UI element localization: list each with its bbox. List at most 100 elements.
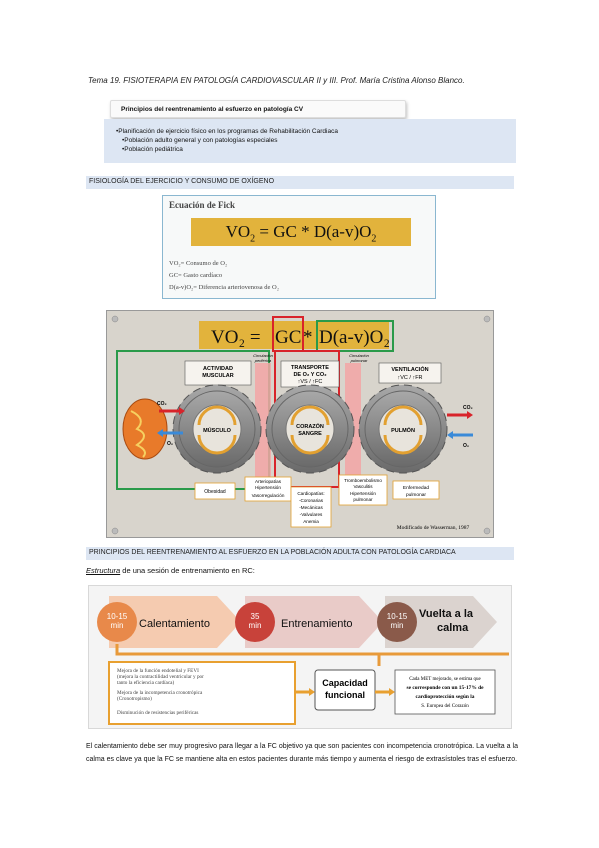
- label-circ-pulm2: pulmonar: [350, 358, 368, 363]
- label-mecanicas: -Mecánicas: [299, 505, 323, 510]
- screw-icon: [111, 527, 119, 535]
- gear-icon: [265, 384, 355, 474]
- label-circ-perif: Circulación: [253, 353, 274, 358]
- fick-equation: VO2 = GC * D(a-v)O2: [191, 218, 411, 246]
- session-svg: 10-15 min Calentamiento 35 min Entrenami…: [97, 596, 509, 725]
- label-valvulares: -Valvulares: [300, 512, 323, 517]
- capacity-label-b: funcional: [325, 690, 365, 700]
- mitochondrion-icon: [122, 398, 168, 460]
- fick-definition: D(a-v)O₂= Diferencia arteriovenosa de O₂: [169, 284, 279, 291]
- met-text: S. Europea del Corazón: [421, 704, 469, 709]
- topic-item: •Población adulto general y con patologí…: [122, 137, 278, 144]
- label-enfermedad: Enfermedad: [403, 485, 429, 491]
- screw-icon: [111, 315, 119, 323]
- phase1-unit: min: [111, 621, 124, 630]
- label-sangre: SANGRE: [298, 431, 322, 437]
- label-vsfc: ↑VS / ↑FC: [298, 379, 323, 385]
- pathology-box: [392, 480, 440, 500]
- met-text: se corresponde con un 15-17% de: [406, 685, 484, 691]
- phase3-label-a: Vuelta a la: [419, 608, 474, 620]
- phase1-label: Calentamiento: [139, 618, 210, 630]
- topic-item: •Planificación de ejercicio físico en lo…: [116, 128, 338, 135]
- label-o2-left: O₂: [167, 441, 173, 447]
- label-ventilacion: VENTILACIÓN: [391, 365, 428, 373]
- met-box: [394, 669, 496, 715]
- davo2-highlight: [316, 320, 394, 352]
- label-corazon: CORAZÓN: [296, 422, 324, 430]
- phase2-unit: min: [249, 621, 262, 630]
- session-structure-figure: 10-15 min Calentamiento 35 min Entrenami…: [88, 585, 512, 729]
- label-pulmon: PULMÓN: [391, 426, 415, 434]
- phase3-label-b: calma: [437, 622, 469, 634]
- label-transporte: TRANSPORTE: [291, 365, 329, 371]
- phase2-label: Entrenamiento: [281, 618, 353, 630]
- phase3-time: 10-15: [387, 612, 408, 621]
- label-o2-right: O₂: [463, 443, 469, 449]
- label-cardiopatias: Cardiopatías:: [297, 491, 324, 496]
- benefit-text: Mejora de la incompetencia cronotrópica: [117, 690, 203, 696]
- figure-credit: Modificado de Wasserman, 1987: [397, 524, 470, 531]
- pathology-box: [244, 476, 292, 502]
- body-paragraph: El calentamiento debe ser muy progresivo…: [86, 743, 518, 763]
- section-heading-principles: PRINCIPIOS DEL REENTRENAMIENTO AL ESFUER…: [86, 547, 514, 560]
- slide-title-tab: Principios del reentrenamiento al esfuer…: [110, 100, 406, 118]
- label-anemia: Anemia: [303, 519, 319, 524]
- gear-icon: [172, 384, 262, 474]
- label-circ-pulm: Circulación: [349, 353, 370, 358]
- phase1-time: 10-15: [107, 612, 128, 621]
- label-muscular: MUSCULAR: [202, 373, 233, 379]
- page-header: Tema 19. FISIOTERAPIA EN PATOLOGÍA CARDI…: [88, 76, 465, 85]
- topic-item: •Población pediátrica: [122, 146, 183, 153]
- label-obesidad: Obesidad: [204, 489, 226, 495]
- capacity-label-a: Capacidad: [322, 678, 368, 688]
- label-arteriopatias: Arteriopatías: [255, 479, 282, 484]
- gears-equation-box: [199, 321, 389, 349]
- phase-time-circle: [97, 602, 137, 642]
- phase-arrow: [109, 596, 241, 648]
- phase-arrow: [245, 596, 383, 648]
- label-musculo: MÚSCULO: [203, 427, 232, 434]
- section-heading-physiology: FISIOLOGÍA DEL EJERCICIO Y CONSUMO DE OX…: [86, 176, 514, 189]
- label-actividad: ACTIVIDAD: [203, 366, 233, 372]
- phase-time-circle: [235, 602, 275, 642]
- label-co2-left: CO₂: [157, 401, 167, 407]
- benefit-text: (mejora la contractilidad ventricular y …: [117, 673, 204, 680]
- met-text: Cada MET mejorado, se estima que: [409, 677, 481, 682]
- peripheral-circulation-band: [255, 363, 271, 489]
- label-vasoreg: Vasorregulación: [252, 493, 285, 498]
- eq-davo2: D(a-v)O₂: [319, 327, 390, 348]
- label-trombo: Tromboembolismo: [344, 478, 382, 483]
- eq-star: *: [303, 327, 313, 348]
- label-hipertpulm: Hipertensión: [350, 491, 376, 496]
- label-box: [378, 362, 442, 384]
- fick-definition: VO₂= Consumo de O₂: [169, 260, 228, 267]
- wasserman-gears-figure: VO₂ = GC * D(a-v)O₂ ACTIVIDAD MUSCULAR T…: [106, 310, 494, 538]
- pathology-box: [290, 486, 332, 528]
- phase2-time: 35: [251, 612, 260, 621]
- topics-list: •Planificación de ejercicio físico en lo…: [104, 119, 516, 163]
- label-box: [184, 360, 252, 386]
- fick-title: Ecuación de Fick: [169, 200, 236, 210]
- pathology-box: [338, 474, 388, 506]
- phase3-unit: min: [391, 621, 404, 630]
- structure-underline: Estructura: [86, 566, 121, 575]
- fick-equation-figure: Ecuación de Fick VO2 = GC * D(a-v)O2 VO₂…: [162, 195, 436, 299]
- eq-gc: GC: [275, 327, 301, 348]
- met-text: cardioprotección según la: [416, 694, 475, 700]
- label-circ-perif2: periférica: [254, 358, 272, 363]
- phase-arrow: [385, 596, 497, 648]
- label-o2co2: DE O₂ Y CO₂: [293, 372, 327, 378]
- benefit-text: tanto la eficiencia cardíaca): [117, 679, 174, 686]
- structure-line: Estructura de una sesión de entrenamient…: [86, 566, 255, 575]
- benefit-text: Disminución de resistencias periféricas: [117, 709, 198, 716]
- label-hipert: Hipertensión: [255, 485, 281, 490]
- screw-icon: [483, 315, 491, 323]
- eq-vo2: VO₂ =: [211, 327, 261, 348]
- gear-icon: [358, 384, 448, 474]
- capacity-box: [314, 669, 376, 711]
- benefits-box: [108, 661, 296, 725]
- phase-time-circle: [377, 602, 417, 642]
- screw-icon: [483, 527, 491, 535]
- benefit-text: (Cronotropismo): [117, 695, 152, 702]
- label-pulmonar: pulmonar: [406, 492, 426, 498]
